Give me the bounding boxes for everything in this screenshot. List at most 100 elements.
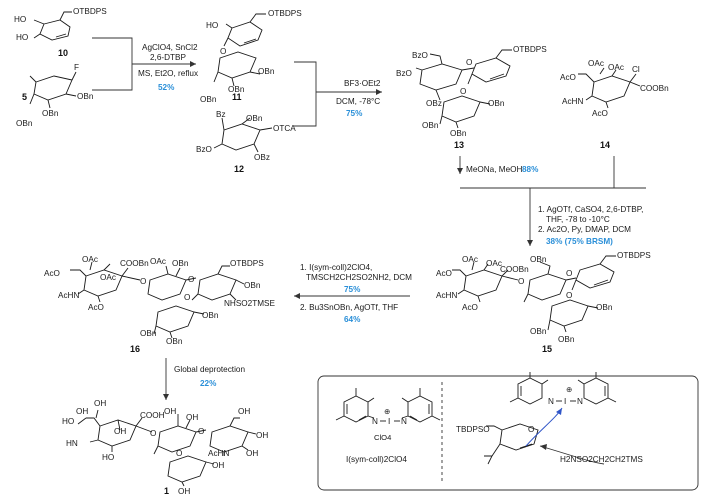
group-o: O xyxy=(140,277,146,286)
iodine-label: I xyxy=(564,397,566,406)
group-obn: OBn xyxy=(244,281,261,290)
group-nhso2tmse: NHSO2TMSE xyxy=(224,299,275,308)
compound-14: AcO OAc OAc Cl COOBn AcHN AcO 14 xyxy=(560,59,669,150)
group-otbdps: OTBDPS xyxy=(230,259,264,268)
group-obn: OBn xyxy=(200,95,217,104)
compound-label: 1 xyxy=(164,486,169,496)
group-otca: OTCA xyxy=(273,124,296,133)
group-obn: OBn xyxy=(228,85,245,94)
conditions-step4: 1. AgOTf, CaSO4, 2,6-DTBP, THF, -78 to -… xyxy=(538,205,643,246)
group-obz: OBz xyxy=(426,99,442,108)
positive-charge: ⊕ xyxy=(384,407,390,416)
reagent-label: I(sym-coll)2ClO4 xyxy=(346,455,407,464)
group-obn: OBn xyxy=(422,121,439,130)
group-obn: OBn xyxy=(16,119,33,128)
group-obn: OBn xyxy=(258,67,275,76)
group-oac: OAc xyxy=(150,257,166,266)
group-obn: OBn xyxy=(172,259,189,268)
group-oh: OH xyxy=(94,399,106,408)
group-otbdps: OTBDPS xyxy=(617,251,651,260)
arrow-step7 xyxy=(163,358,169,400)
group-o: O xyxy=(150,429,156,438)
group-oac: OAc xyxy=(608,63,624,72)
arrow-step2 xyxy=(294,61,382,127)
group-oac: OAc xyxy=(100,273,116,282)
compound-11: OTBDPS HO O OBn OBn OBn 11 xyxy=(200,9,302,104)
group-oac: OAc xyxy=(462,255,478,264)
group-f: F xyxy=(74,63,79,72)
group-otbdps: OTBDPS xyxy=(73,7,107,16)
group-oh: OH xyxy=(186,413,198,422)
conditions-step7: Global deprotection 22% xyxy=(174,365,245,388)
group-oh: OH xyxy=(212,461,224,470)
group-hn: HN xyxy=(66,439,78,448)
compound-label: 5 xyxy=(22,92,27,102)
group-o: O xyxy=(220,47,226,56)
yield: 75% xyxy=(346,109,363,118)
group-bz: Bz xyxy=(216,110,226,119)
inset-mechanism: N ⊕ I N TBDPSO O H2NSO2CH2CH2TMS xyxy=(456,372,643,465)
group-achn: AcHN xyxy=(436,291,457,300)
conditions-step2: BF3·OEt2 DCM, -78°C 75% xyxy=(336,79,381,118)
compound-label: 16 xyxy=(130,344,140,354)
nitrogen-label: N xyxy=(548,397,554,406)
group-o: O xyxy=(566,269,572,278)
group-obn: OBn xyxy=(596,303,613,312)
conditions-step1: AgClO4, SnCl2 2,6-DTBP MS, Et2O, reflux … xyxy=(138,43,198,92)
compound-15: AcO OAc OAc COOBn AcHN AcO O OBn O OTBDP… xyxy=(436,251,651,354)
group-obn: OBn xyxy=(140,329,157,338)
group-oh: OH xyxy=(164,407,176,416)
group-ho: HO xyxy=(16,33,28,42)
compound-1: OH HO OH COOH OH HN HO O OH OH O O OH OH… xyxy=(62,399,268,496)
condition-line: 1. I(sym-coll)2ClO4, xyxy=(300,263,372,272)
compound-5: F OBn OBn OBn 5 xyxy=(16,63,94,128)
arrow-step3 xyxy=(457,156,646,246)
group-bzo: BzO xyxy=(412,51,428,60)
nitrogen-label: N xyxy=(577,397,583,406)
compound-label: 14 xyxy=(600,140,610,150)
group-bzo: BzO xyxy=(196,145,212,154)
yield: 64% xyxy=(344,315,361,324)
group-cooh: COOH xyxy=(140,411,165,420)
conditions-step6: 2. Bu3SnOBn, AgOTf, THF 64% xyxy=(300,303,398,324)
group-o: O xyxy=(460,87,466,96)
group-obn: OBn xyxy=(202,311,219,320)
group-o: O xyxy=(198,427,204,436)
group-o: O xyxy=(518,277,524,286)
group-oh: OH xyxy=(76,407,88,416)
compound-13: BzO BzO OBz O OTBDPS O OBn OBn OBn 13 xyxy=(396,45,547,150)
group-o: O xyxy=(176,449,182,458)
compound-label: 13 xyxy=(454,140,464,150)
condition-line: Global deprotection xyxy=(174,365,245,374)
group-aco: AcO xyxy=(560,73,576,82)
compound-label: 10 xyxy=(58,48,68,58)
group-obn: OBn xyxy=(166,337,183,346)
condition-line: BF3·OEt2 xyxy=(344,79,381,88)
group-obn: OBn xyxy=(450,129,467,138)
group-oac: OAc xyxy=(82,255,98,264)
group-aco: AcO xyxy=(44,269,60,278)
group-coobn: COOBn xyxy=(120,259,149,268)
group-otbdps: OTBDPS xyxy=(268,9,302,18)
arrow-step1 xyxy=(92,37,196,91)
group-oh: OH xyxy=(238,407,250,416)
group-tbdpso: TBDPSO xyxy=(456,425,490,434)
group-ho: HO xyxy=(206,21,218,30)
compound-16: AcO OAc OAc COOBn AcHN AcO O OAc OBn O O… xyxy=(44,255,275,354)
group-aco: AcO xyxy=(436,269,452,278)
group-obn: OBn xyxy=(530,327,547,336)
group-aco: AcO xyxy=(592,109,608,118)
group-oac: OAc xyxy=(588,59,604,68)
condition-line: DCM, -78°C xyxy=(336,97,380,106)
condition-line: THF, -78 to -10°C xyxy=(546,215,610,224)
ring-oxygen: O xyxy=(528,425,534,434)
group-achn: AcHN xyxy=(562,97,583,106)
condition-line: 2. Bu3SnOBn, AgOTf, THF xyxy=(300,303,398,312)
condition-line: 2. Ac2O, Py, DMAP, DCM xyxy=(538,225,631,234)
condition-line: TMSCH2CH2SO2NH2, DCM xyxy=(306,273,412,282)
nucleophile: H2NSO2CH2CH2TMS xyxy=(560,455,643,464)
group-obn: OBn xyxy=(558,335,575,344)
inset-box xyxy=(317,375,699,491)
compound-label: 11 xyxy=(232,92,242,102)
group-aco: AcO xyxy=(462,303,478,312)
